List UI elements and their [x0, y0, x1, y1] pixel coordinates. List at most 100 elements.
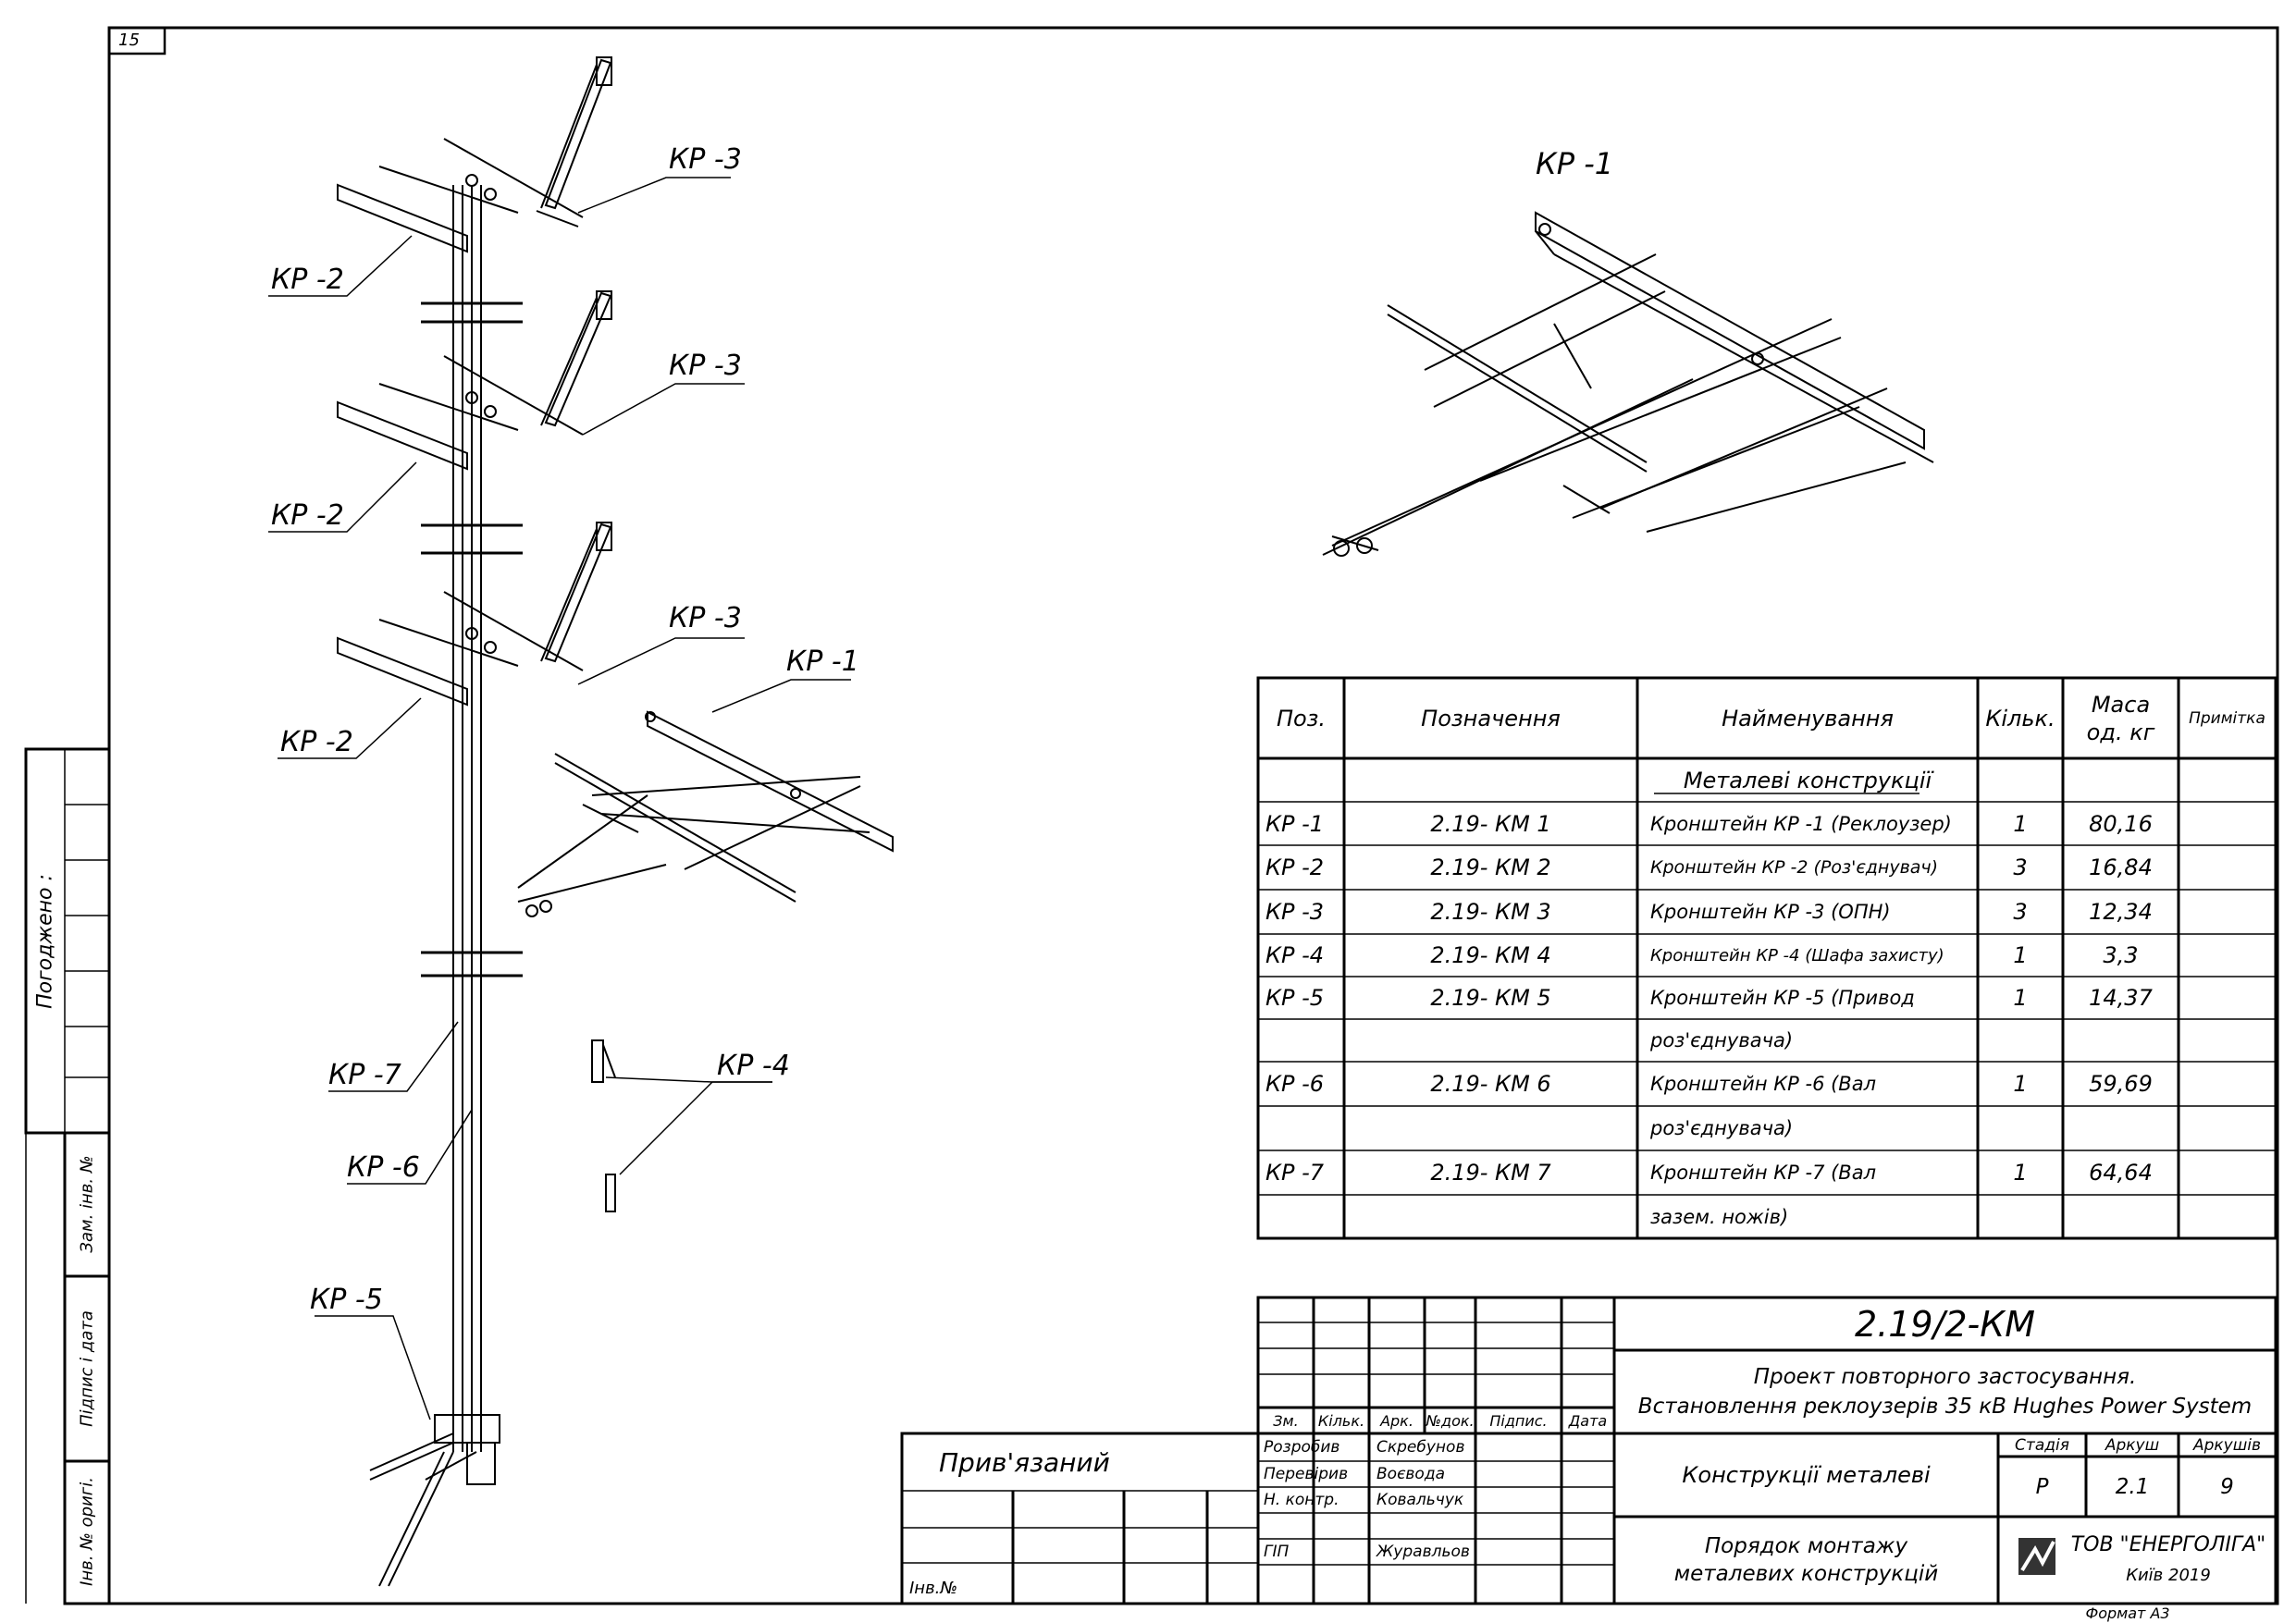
- drawing-code: 2.19/2-КМ: [1854, 1303, 2036, 1345]
- spec-table-grid: [1256, 676, 2277, 1240]
- title-block-grid: [900, 1296, 2277, 1605]
- callout-kp2-bottom: КР -2: [280, 726, 353, 758]
- spec-cell-qty: 3: [2013, 855, 2028, 880]
- spec-cell-qty: 1: [2013, 1071, 2028, 1097]
- callout-kp5: КР -5: [310, 1284, 383, 1316]
- spec-cell-pos: КР -2: [1265, 855, 1325, 880]
- project-title-line2: Встановлення реклоузерів 35 кВ Hughes Po…: [1637, 1395, 2253, 1419]
- spec-header-pos: Поз.: [1276, 705, 1327, 732]
- spec-cell-mass: 59,69: [2089, 1071, 2153, 1097]
- spec-cell-designation: 2.19- КМ 3: [1430, 899, 1551, 925]
- spec-cell-name: Кронштейн КР -7 (Вал: [1650, 1162, 1876, 1184]
- spec-cell-designation: 2.19- КМ 2: [1430, 855, 1551, 880]
- spec-cell-designation: 2.19- КМ 5: [1430, 985, 1551, 1011]
- spec-cell-pos: КР -5: [1265, 985, 1325, 1011]
- company-logo: [2018, 1538, 2055, 1575]
- person-role: Н. контр.: [1264, 1491, 1339, 1509]
- spec-cell-name: Кронштейн КР -2 (Роз'єднувач): [1650, 857, 1939, 878]
- rev-header-sign: Підпис.: [1489, 1411, 1548, 1430]
- spec-cell-pos: КР -4: [1265, 942, 1325, 968]
- spec-cell-pos: КР -3: [1265, 899, 1325, 925]
- sheet-name-line1: Порядок монтажу: [1704, 1534, 1908, 1558]
- spec-header-note: Примітка: [2189, 708, 2265, 728]
- spec-cell-mass: 16,84: [2089, 855, 2153, 880]
- spec-cell-designation: 2.19- КМ 7: [1430, 1160, 1551, 1186]
- stage-value: Р: [2035, 1474, 2049, 1499]
- side-stamp: [24, 747, 111, 1605]
- rev-header-change: Зм.: [1273, 1411, 1299, 1430]
- spec-cell-designation: 2.19- КМ 4: [1430, 942, 1551, 968]
- person-name: Журавльов: [1376, 1543, 1470, 1561]
- spec-cell-pos: КР -6: [1265, 1071, 1325, 1097]
- sheet-format: Формат А3: [2085, 1605, 2170, 1622]
- spec-cell-qty: 1: [2013, 942, 2028, 968]
- person-role: Розробив: [1264, 1438, 1340, 1457]
- sheets-label: Аркушів: [2192, 1435, 2262, 1455]
- spec-cell-name: Кронштейн КР -3 (ОПН): [1650, 901, 1891, 923]
- callout-kp1: КР -1: [786, 646, 859, 678]
- rev-header-date: Дата: [1568, 1411, 1608, 1430]
- spec-cell-designation: 2.19- КМ 6: [1430, 1071, 1551, 1097]
- spec-header-name: Найменування: [1722, 705, 1894, 732]
- rev-header-qty: Кільк.: [1317, 1411, 1365, 1430]
- spec-cell-name: Кронштейн КР -6 (Вал: [1650, 1073, 1876, 1095]
- callout-kp3-middle: КР -3: [669, 350, 742, 382]
- stage-label: Стадія: [2015, 1435, 2069, 1455]
- spec-cell-qty: 1: [2013, 1160, 2028, 1186]
- spec-cell-mass: 80,16: [2089, 810, 2153, 837]
- sheets-value: 9: [2220, 1474, 2234, 1499]
- spec-header-qty: Кільк.: [1985, 705, 2055, 732]
- binding-title: Прив'язаний: [939, 1446, 1110, 1478]
- spec-cell-mass: 12,34: [2089, 899, 2153, 925]
- spec-cell-name: Кронштейн КР -4 (Шафа захисту): [1650, 945, 1944, 965]
- project-title-line1: Проект повторного застосування.: [1753, 1365, 2137, 1389]
- callout-kp2-middle: КР -2: [271, 499, 344, 532]
- view-title-kp1: КР -1: [1536, 146, 1614, 181]
- stamp-inv-orig: Інв. № оригі.: [77, 1477, 97, 1586]
- spec-header-mass: Маса од. кг: [2063, 678, 2179, 758]
- sheet-number-box: [107, 26, 167, 55]
- spec-section-title: Металеві конструкції: [1683, 767, 1932, 793]
- spec-cell-qty: 3: [2013, 899, 2028, 925]
- sheet-label: Аркуш: [2105, 1435, 2160, 1455]
- callout-kp4: КР -4: [717, 1050, 790, 1082]
- sheet-number: 15: [118, 31, 140, 50]
- sheet-name-line2: металевих конструкцій: [1673, 1562, 1939, 1586]
- spec-cell-name: роз'єднувача): [1650, 1029, 1794, 1051]
- spec-cell-name: зазем. ножів): [1650, 1205, 1789, 1228]
- binding-inv: Інв.№: [909, 1578, 958, 1598]
- person-name: Ковальчук: [1376, 1491, 1464, 1509]
- spec-cell-qty: 1: [2013, 810, 2028, 837]
- leader-lines: [268, 177, 851, 1420]
- spec-cell-name: роз'єднувача): [1650, 1117, 1794, 1139]
- spec-cell-mass: 64,64: [2089, 1160, 2153, 1186]
- pole-assembly: [337, 56, 894, 1587]
- person-name: Воєвода: [1376, 1465, 1445, 1483]
- stamp-replace-inv: Зам. інв. №: [77, 1155, 97, 1253]
- spec-header-mass-line1: Маса: [2091, 691, 2151, 718]
- sheet-name: Порядок монтажу металевих конструкцій: [1614, 1517, 1998, 1604]
- company-city-year: Київ 2019: [2126, 1565, 2211, 1585]
- spec-cell-pos: КР -1: [1265, 810, 1325, 837]
- spec-cell-name: Кронштейн КР -5 (Привод: [1650, 987, 1915, 1009]
- spec-header-mass-line2: од. кг: [2086, 719, 2155, 745]
- project-title: Проект повторного застосування. Встановл…: [1614, 1350, 2276, 1433]
- spec-cell-designation: 2.19- КМ 1: [1430, 810, 1551, 837]
- rev-header-sheet: Арк.: [1380, 1411, 1413, 1430]
- person-role: Перевірив: [1264, 1465, 1349, 1483]
- person-name: Скребунов: [1376, 1438, 1465, 1457]
- stamp-approved: Погоджено :: [33, 874, 57, 1009]
- spec-header-designation: Позначення: [1421, 705, 1561, 732]
- callout-kp3-bottom: КР -3: [669, 602, 742, 634]
- spec-cell-pos: КР -7: [1265, 1160, 1325, 1186]
- callout-kp3-top: КР -3: [669, 143, 742, 176]
- rev-header-doc: №док.: [1426, 1411, 1475, 1430]
- drawing-name: Конструкції металеві: [1682, 1462, 1931, 1488]
- sheet-value: 2.1: [2115, 1474, 2150, 1499]
- spec-cell-mass: 3,3: [2103, 942, 2139, 968]
- spec-cell-name: Кронштейн КР -1 (Реклоузер): [1650, 812, 1952, 835]
- spec-cell-mass: 14,37: [2089, 985, 2153, 1011]
- callout-kp6: КР -6: [347, 1151, 420, 1184]
- kp1-isometric-view: [1322, 211, 1934, 557]
